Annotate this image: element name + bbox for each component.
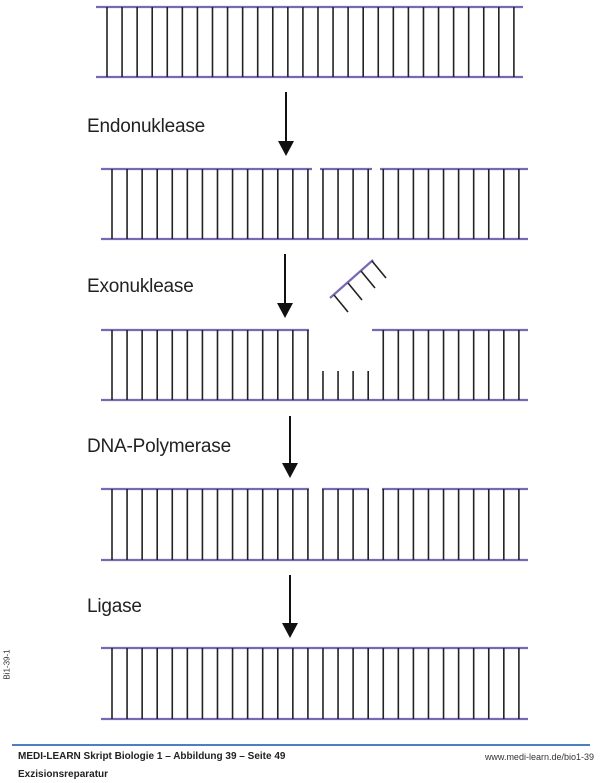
footer-caption: Exzisionsreparatur — [18, 769, 109, 780]
footer-url[interactable]: www.medi-learn.de/bio1-39 — [484, 752, 594, 762]
excised-base — [360, 270, 376, 289]
excised-base — [333, 294, 349, 313]
step-label-exonuclease: Exonuklease — [87, 276, 194, 297]
step-label-endonuclease: Endonuklease — [87, 116, 206, 137]
footer-source: MEDI-LEARN Skript Biologie 1 – Abbildung… — [18, 751, 286, 762]
excision-repair-diagram — [96, 5, 528, 721]
excised-base — [347, 282, 363, 301]
figure-id: Bi1-39-1 — [2, 649, 12, 680]
arrow-down-icon — [282, 463, 298, 478]
arrow-down-icon — [278, 141, 294, 156]
step-label-ligase: Ligase — [87, 596, 142, 617]
footer-divider — [12, 744, 590, 746]
step-label-dna-polymerase: DNA-Polymerase — [87, 436, 231, 457]
arrow-down-icon — [277, 303, 293, 318]
arrow-down-icon — [282, 623, 298, 638]
excised-fragment-backbone — [329, 259, 374, 299]
excised-base — [371, 260, 387, 279]
